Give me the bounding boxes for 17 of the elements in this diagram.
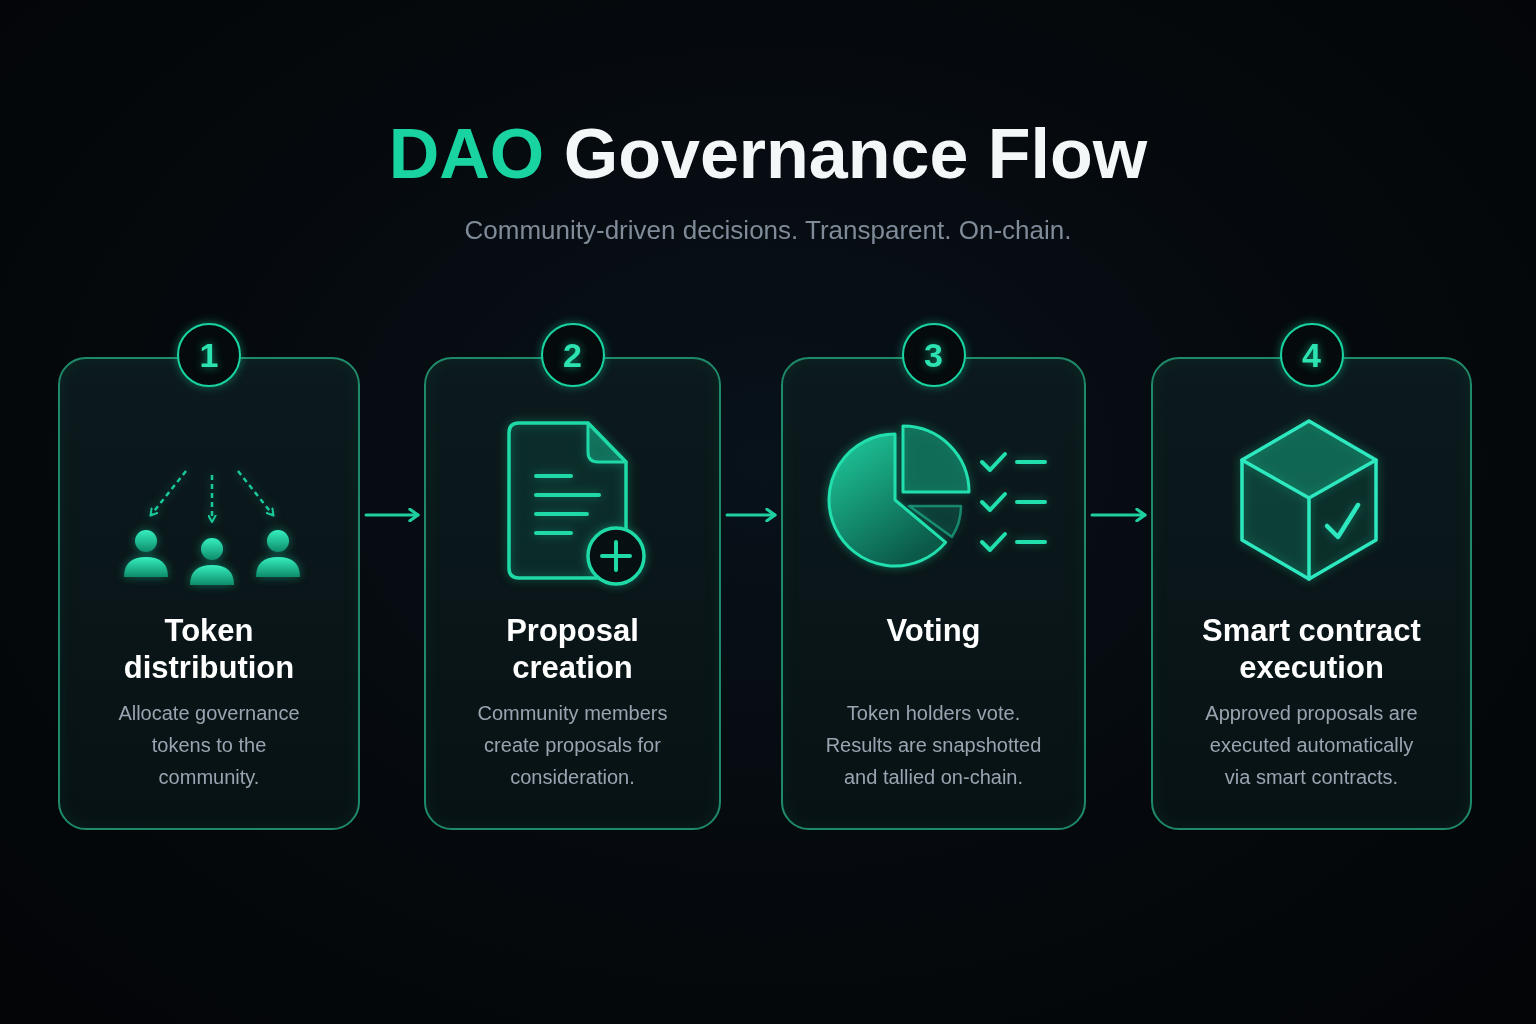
step-description: Community members create proposals for consideration. (476, 701, 669, 790)
diagram-title: DAO Governance Flow (388, 114, 1148, 195)
subtitle: Community-driven decisions. Transparent. On-chain. (464, 214, 1072, 246)
step-description: Allocate governance tokens to the community. (117, 701, 301, 790)
step-title: Voting (885, 612, 982, 649)
flow-arrow (364, 507, 420, 523)
step-description: Approved proposals are executed automatically via smart contracts. (1204, 701, 1419, 790)
flow-arrow (1090, 507, 1147, 523)
step-number: 4 (1279, 323, 1344, 387)
step-description: Token holders vote. Results are snapshotted and tallied on-chain. (824, 701, 1043, 790)
step-title: Token distribution (122, 612, 296, 686)
step-number: 1 (177, 323, 241, 387)
step-title: Proposal creation (505, 612, 640, 686)
step-number: 2 (540, 323, 605, 387)
step-number: 3 (901, 323, 966, 387)
flow-arrow (725, 507, 777, 523)
step-title: Smart contract execution (1201, 612, 1422, 686)
